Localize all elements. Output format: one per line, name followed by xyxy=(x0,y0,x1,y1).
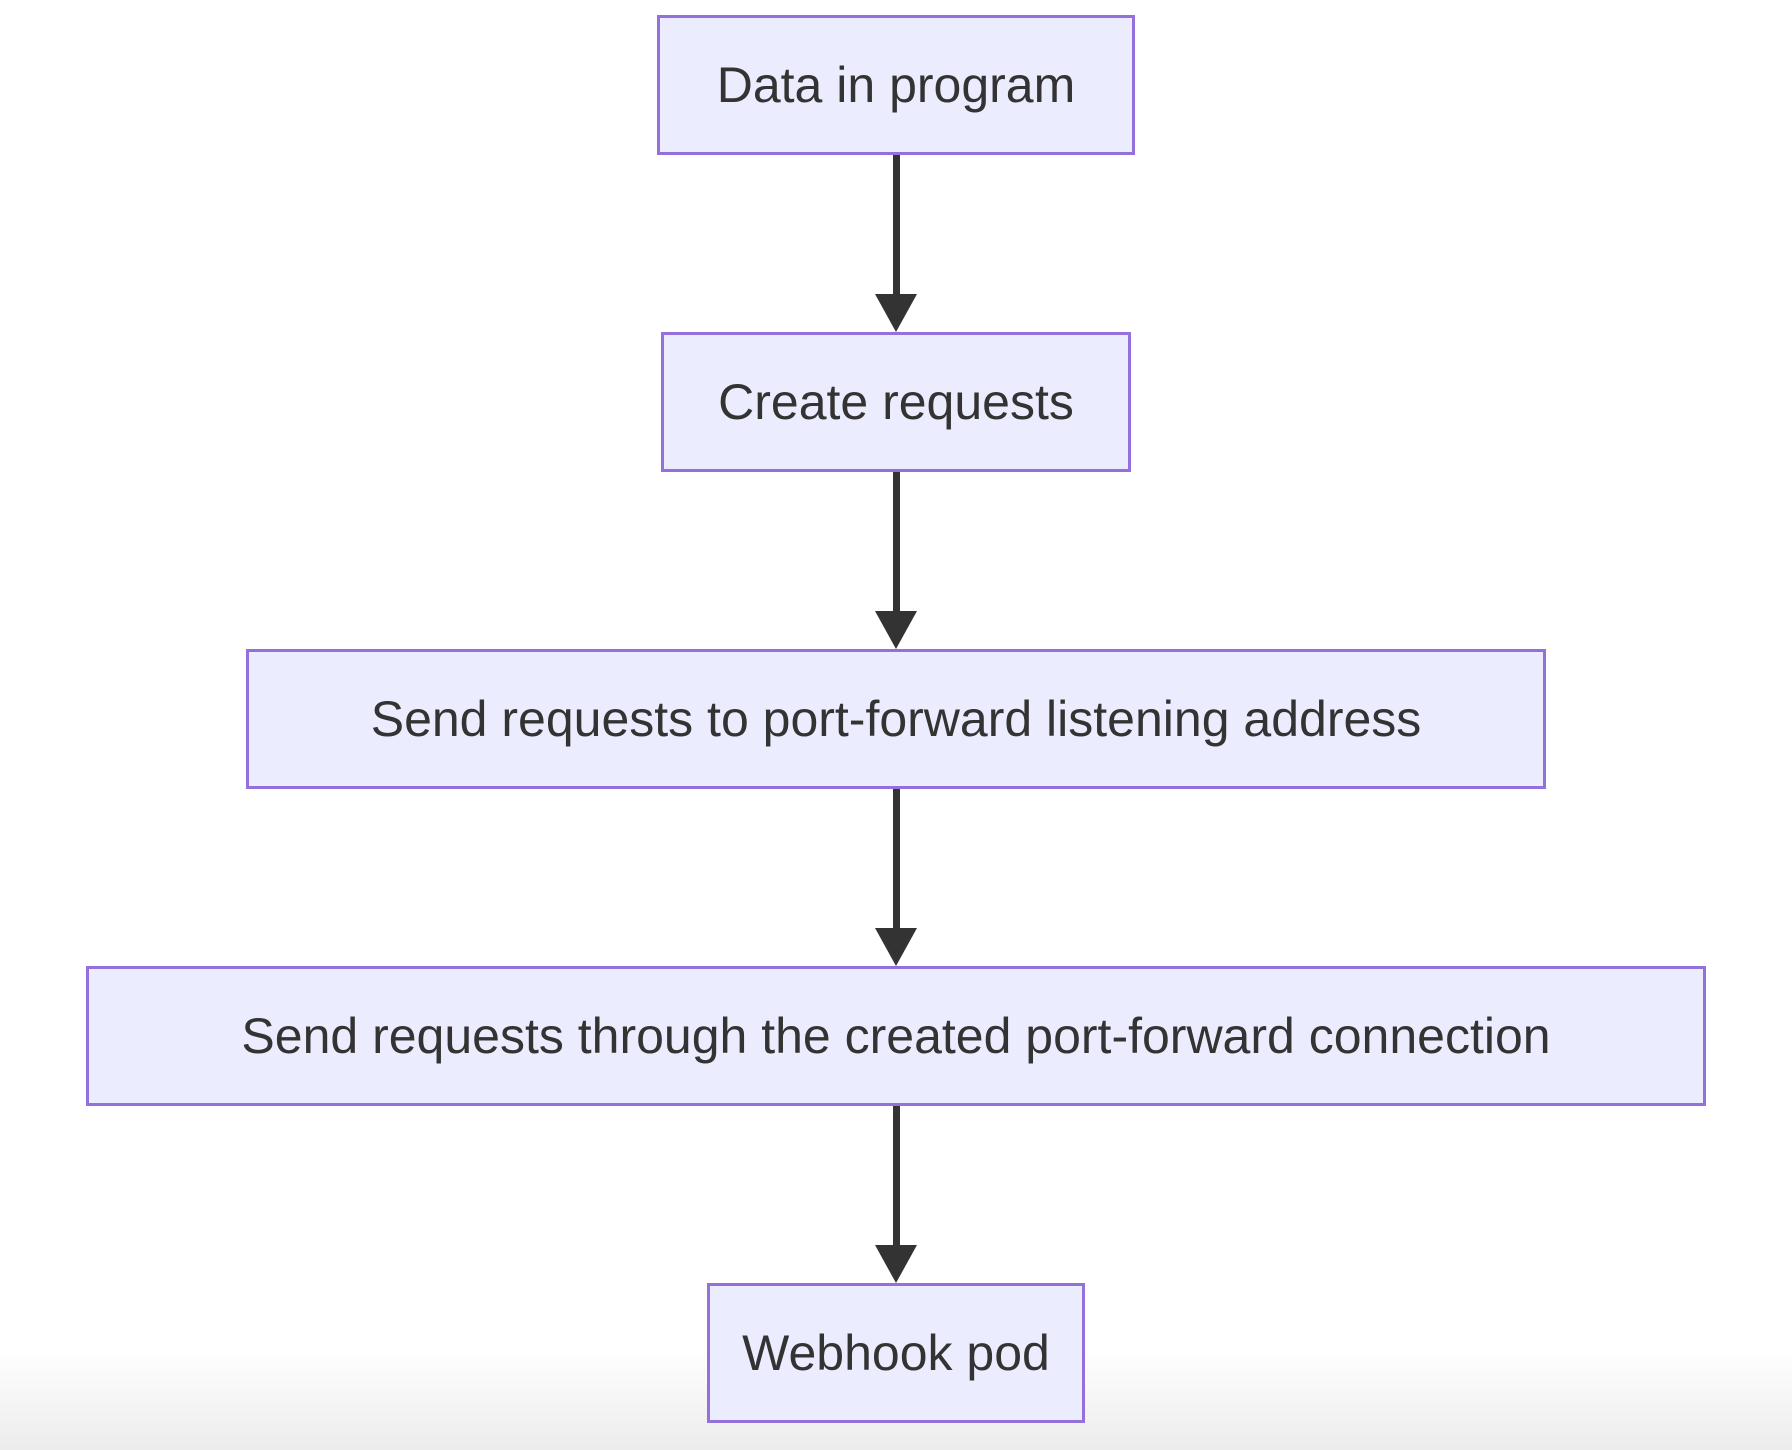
flow-arrow-2 xyxy=(875,472,917,649)
arrow-shaft xyxy=(892,155,900,294)
node-label: Create requests xyxy=(718,373,1074,430)
arrow-down-icon xyxy=(875,294,917,332)
flow-arrow-1 xyxy=(875,155,917,332)
node-label: Data in program xyxy=(716,56,1076,113)
node-webhook-pod: Webhook pod xyxy=(707,1283,1085,1423)
arrow-down-icon xyxy=(875,611,917,649)
node-send-to-listening-address: Send requests to port-forward listening … xyxy=(246,649,1546,789)
arrow-down-icon xyxy=(875,928,917,966)
flow-arrow-3 xyxy=(875,789,917,966)
node-label: Send requests through the created port-f… xyxy=(241,1007,1551,1064)
arrow-down-icon xyxy=(875,1245,917,1283)
node-create-requests: Create requests xyxy=(661,332,1131,472)
flowchart: Data in program Create requests Send req… xyxy=(86,0,1706,1423)
arrow-shaft xyxy=(892,472,900,611)
flow-arrow-4 xyxy=(875,1106,917,1283)
node-label: Webhook pod xyxy=(742,1324,1050,1381)
arrow-shaft xyxy=(892,1106,900,1245)
node-label: Send requests to port-forward listening … xyxy=(370,690,1422,747)
node-send-through-connection: Send requests through the created port-f… xyxy=(86,966,1706,1106)
arrow-shaft xyxy=(892,789,900,928)
node-data-in-program: Data in program xyxy=(657,15,1135,155)
